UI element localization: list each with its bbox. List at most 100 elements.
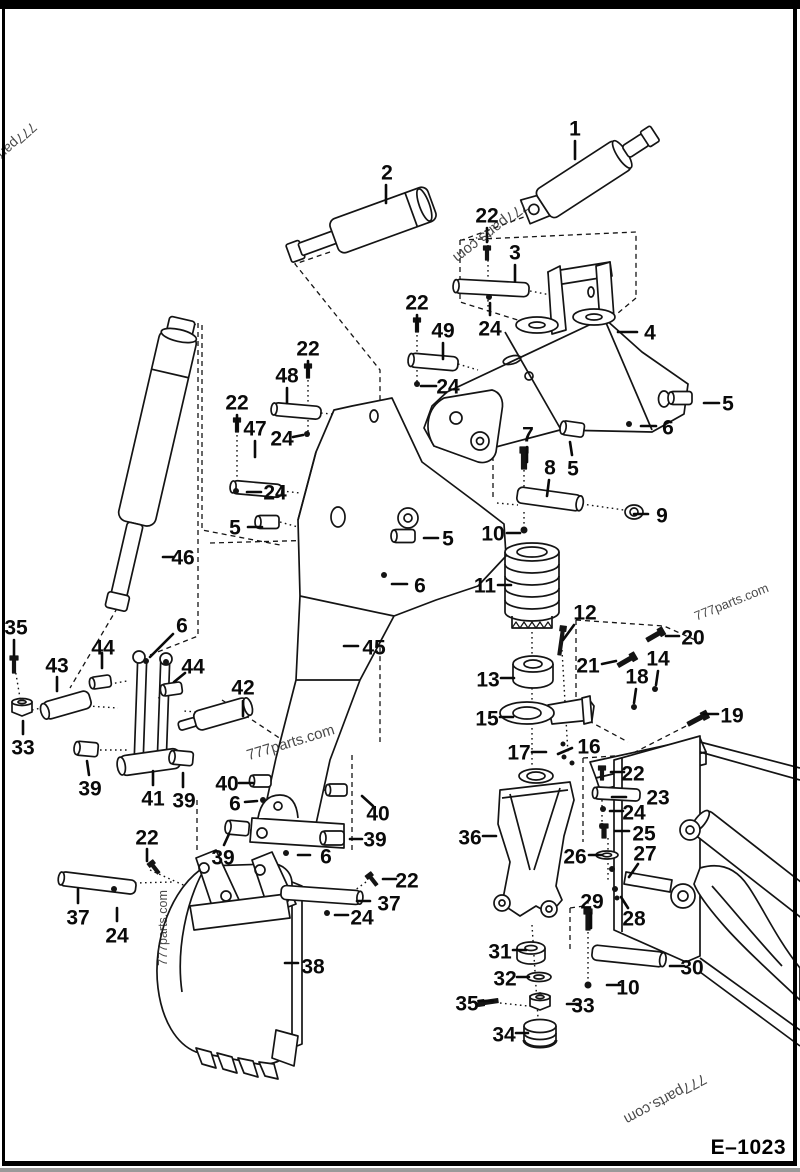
callout-24: 24: [478, 318, 502, 341]
leader-line: [600, 659, 618, 666]
callout-24: 24: [436, 376, 460, 399]
callout-24: 24: [622, 802, 646, 825]
part-link-pin-left: [39, 690, 92, 720]
callout-24: 24: [350, 907, 374, 930]
callout-48: 48: [275, 365, 299, 388]
leader-line: [627, 862, 640, 879]
callout-46: 46: [171, 547, 194, 570]
watermark: 777parts.com: [692, 580, 771, 623]
part-pivot-bushing: [512, 655, 554, 689]
callout-33: 33: [571, 995, 594, 1018]
callout-6: 6: [176, 615, 188, 638]
callout-39: 39: [363, 829, 386, 852]
leader-line: [561, 623, 576, 642]
callout-24: 24: [270, 428, 294, 451]
page-code: E–1023: [710, 1136, 786, 1159]
callout-6: 6: [229, 793, 241, 816]
callout-13: 13: [476, 669, 499, 692]
callout-14: 14: [646, 648, 670, 671]
callout-6: 6: [414, 575, 426, 598]
leader-line: [172, 671, 187, 684]
callout-44: 44: [181, 656, 205, 679]
callout-4: 4: [644, 322, 656, 345]
border-right: [793, 9, 797, 1164]
leader-line: [360, 794, 375, 808]
callout-26: 26: [563, 846, 586, 869]
callout-27: 27: [633, 843, 656, 866]
callout-24: 24: [105, 925, 129, 948]
callout-2: 2: [381, 162, 393, 185]
leader-line: [568, 440, 574, 457]
callout-16: 16: [577, 736, 600, 759]
callout-30: 30: [680, 957, 703, 980]
callout-3: 3: [509, 242, 521, 265]
callout-5: 5: [722, 393, 734, 416]
part-swing-cylinder: [104, 315, 198, 613]
callout-34: 34: [492, 1024, 516, 1047]
part-boom-arm: [249, 397, 507, 849]
callout-24: 24: [263, 482, 287, 505]
callout-47: 47: [243, 418, 266, 441]
callout-18: 18: [625, 666, 649, 689]
leader-line: [632, 687, 638, 705]
part-dipper-cylinder: [285, 186, 437, 263]
callout-22: 22: [135, 827, 158, 850]
part-swivel-post: [504, 542, 560, 629]
callout-22: 22: [225, 392, 248, 415]
leader-line: [619, 895, 630, 910]
callout-15: 15: [475, 708, 499, 731]
callout-17: 17: [507, 742, 530, 765]
callout-49: 49: [431, 320, 454, 343]
watermark: 777parts.com: [156, 890, 170, 966]
part-washers-nuts: [11, 504, 644, 1049]
callout-43: 43: [45, 655, 68, 678]
callout-6: 6: [662, 417, 674, 440]
part-swing-bracket: [493, 768, 575, 918]
callout-31: 31: [488, 941, 512, 964]
callout-35: 35: [4, 617, 28, 640]
callout-40: 40: [366, 803, 389, 826]
callout-20: 20: [681, 627, 704, 650]
scan-edge: [0, 1168, 800, 1172]
leader-line: [243, 799, 259, 804]
callout-38: 38: [301, 956, 325, 979]
callout-25: 25: [632, 823, 656, 846]
leader-line: [85, 759, 91, 777]
watermark: 777parts.com: [0, 119, 40, 188]
callout-39: 39: [78, 778, 101, 801]
part-bushings: [73, 390, 693, 846]
part-boom-support-frame: [423, 261, 689, 464]
callout-39: 39: [211, 847, 234, 870]
callout-5: 5: [567, 458, 579, 481]
callout-35: 35: [455, 993, 479, 1016]
callout-10: 10: [616, 977, 639, 1000]
callout-22: 22: [621, 763, 644, 786]
part-small-hardware-dots: [111, 294, 658, 989]
callout-7: 7: [522, 424, 534, 447]
part-boom-cylinder: [519, 125, 660, 225]
part-swivel-plate: [499, 695, 595, 725]
callout-22: 22: [395, 870, 418, 893]
callout-39: 39: [172, 790, 195, 813]
callout-19: 19: [720, 705, 743, 728]
border-bottom: [2, 1161, 797, 1166]
part-main-frame: [589, 735, 800, 1047]
callout-1: 1: [569, 118, 581, 141]
callout-12: 12: [573, 602, 596, 625]
callout-22: 22: [475, 205, 498, 228]
callout-22: 22: [405, 292, 428, 315]
callout-23: 23: [646, 787, 669, 810]
callout-5: 5: [229, 517, 241, 540]
callout-36: 36: [458, 827, 481, 850]
leader-line: [654, 669, 660, 687]
callout-22: 22: [296, 338, 319, 361]
callout-37: 37: [66, 907, 89, 930]
callout-33: 33: [11, 737, 34, 760]
callout-29: 29: [580, 891, 603, 914]
callout-10: 10: [481, 523, 504, 546]
leader-line: [148, 632, 175, 659]
callout-32: 32: [493, 968, 516, 991]
callout-42: 42: [231, 677, 254, 700]
